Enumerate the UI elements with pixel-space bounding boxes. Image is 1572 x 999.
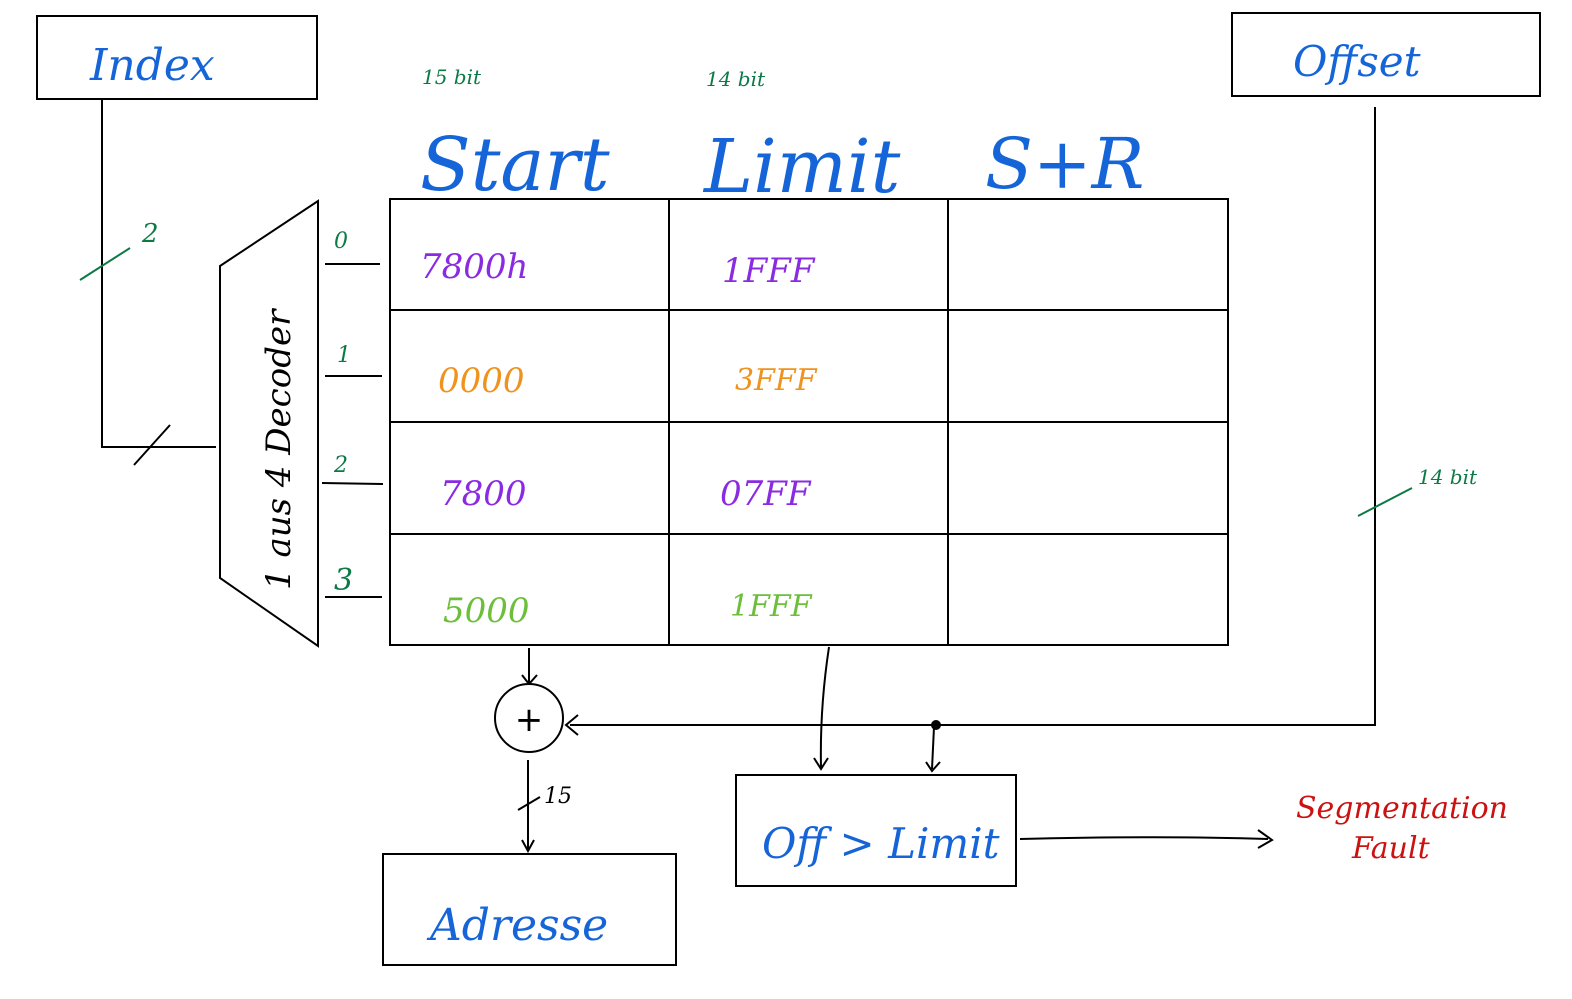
header-start: Start [420,122,610,208]
decoder-label: 1 aus 4 Decoder [259,308,299,590]
compare-box [735,774,1017,887]
decoder-outputs: 0 1 2 3 [321,229,384,598]
table-row: 0000 3FFF [438,361,818,401]
adresse-box [382,853,677,966]
cell-limit-0: 1FFF [722,251,816,291]
index-bus-width: 2 [141,219,159,249]
adresse-label: Adresse [426,900,608,951]
cell-start-1: 0000 [438,361,525,401]
compare-label: Off > Limit [762,819,1000,868]
decoder-output-3: 3 [334,563,353,598]
header-limit: Limit [702,124,901,210]
offset-bus-width: 14 bit [1418,465,1478,489]
decoder-block [219,199,319,648]
index-bus: 2 [79,99,216,466]
offset-box [1231,12,1541,97]
cell-start-2: 7800 [440,474,527,514]
table-row: 7800h 1FFF [420,247,816,291]
cell-limit-3: 1FFF [730,589,813,624]
start-to-adder [521,648,538,686]
decoder-output-1: 1 [337,343,351,368]
cell-limit-1: 3FFF [735,363,818,398]
fault-line-1: Segmentation [1296,791,1508,826]
adder-output-width: 15 [544,784,572,809]
header-sr: S+R [985,123,1144,205]
limit-bit-note: 14 bit [706,67,766,91]
index-label: Index [89,40,215,91]
segment-table [389,198,1229,646]
table-row: 7800 07FF [440,474,812,514]
cell-start-0: 7800h [420,247,528,287]
start-bit-note: 15 bit [422,65,482,89]
limit-to-compare [813,646,830,771]
fault-arrow [1019,829,1274,849]
cell-limit-2: 07FF [720,474,812,514]
offset-bus: 14 bit [564,107,1478,773]
adder-symbol: + [515,700,544,740]
decoder-output-2: 2 [333,453,348,478]
index-box [36,15,318,100]
decoder-output-0: 0 [334,229,348,254]
offset-label: Offset [1293,37,1421,86]
table-row: 5000 1FFF [443,589,813,631]
adder-circle [494,683,564,753]
cell-start-3: 5000 [443,591,530,631]
fault-line-2: Fault [1351,831,1431,866]
adder-output: 15 [517,760,572,854]
